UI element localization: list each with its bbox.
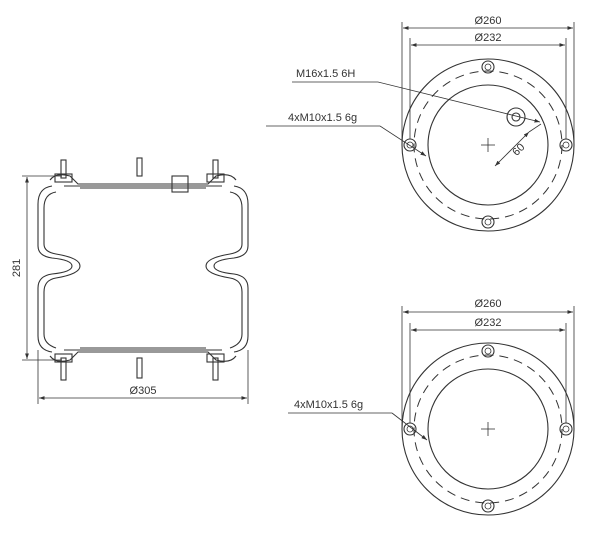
top-plate-view: Ø260 Ø232 M16x1.5 6H 4xM10x1.5 6g 60 xyxy=(266,15,575,232)
offset-label: 60 xyxy=(510,141,527,158)
bottom-outer-dia-label: Ø260 xyxy=(475,298,502,310)
height-dimension: 281 xyxy=(11,175,62,361)
top-outer-dia-label: Ø260 xyxy=(475,15,502,27)
bottom-studs xyxy=(60,357,219,381)
diameter-label: Ø305 xyxy=(130,385,157,397)
top-bolt-circle-label: Ø232 xyxy=(475,32,502,44)
top-studs-label: 4xM10x1.5 6g xyxy=(288,112,357,124)
top-bead-plate xyxy=(49,174,237,193)
bellows-outline xyxy=(37,185,249,353)
bottom-studs-label: 4xM10x1.5 6g xyxy=(294,399,363,411)
top-studs xyxy=(54,157,225,183)
side-view: 281 Ø305 xyxy=(11,157,249,404)
top-stud-holes xyxy=(403,60,573,229)
height-label: 281 xyxy=(11,259,23,277)
diameter-dimension: Ø305 xyxy=(37,350,249,404)
bottom-bolt-circle-label: Ø232 xyxy=(475,317,502,329)
air-port-label: M16x1.5 6H xyxy=(296,68,355,80)
bottom-plate-view: Ø260 Ø232 4xM10x1.5 6g xyxy=(288,298,575,516)
